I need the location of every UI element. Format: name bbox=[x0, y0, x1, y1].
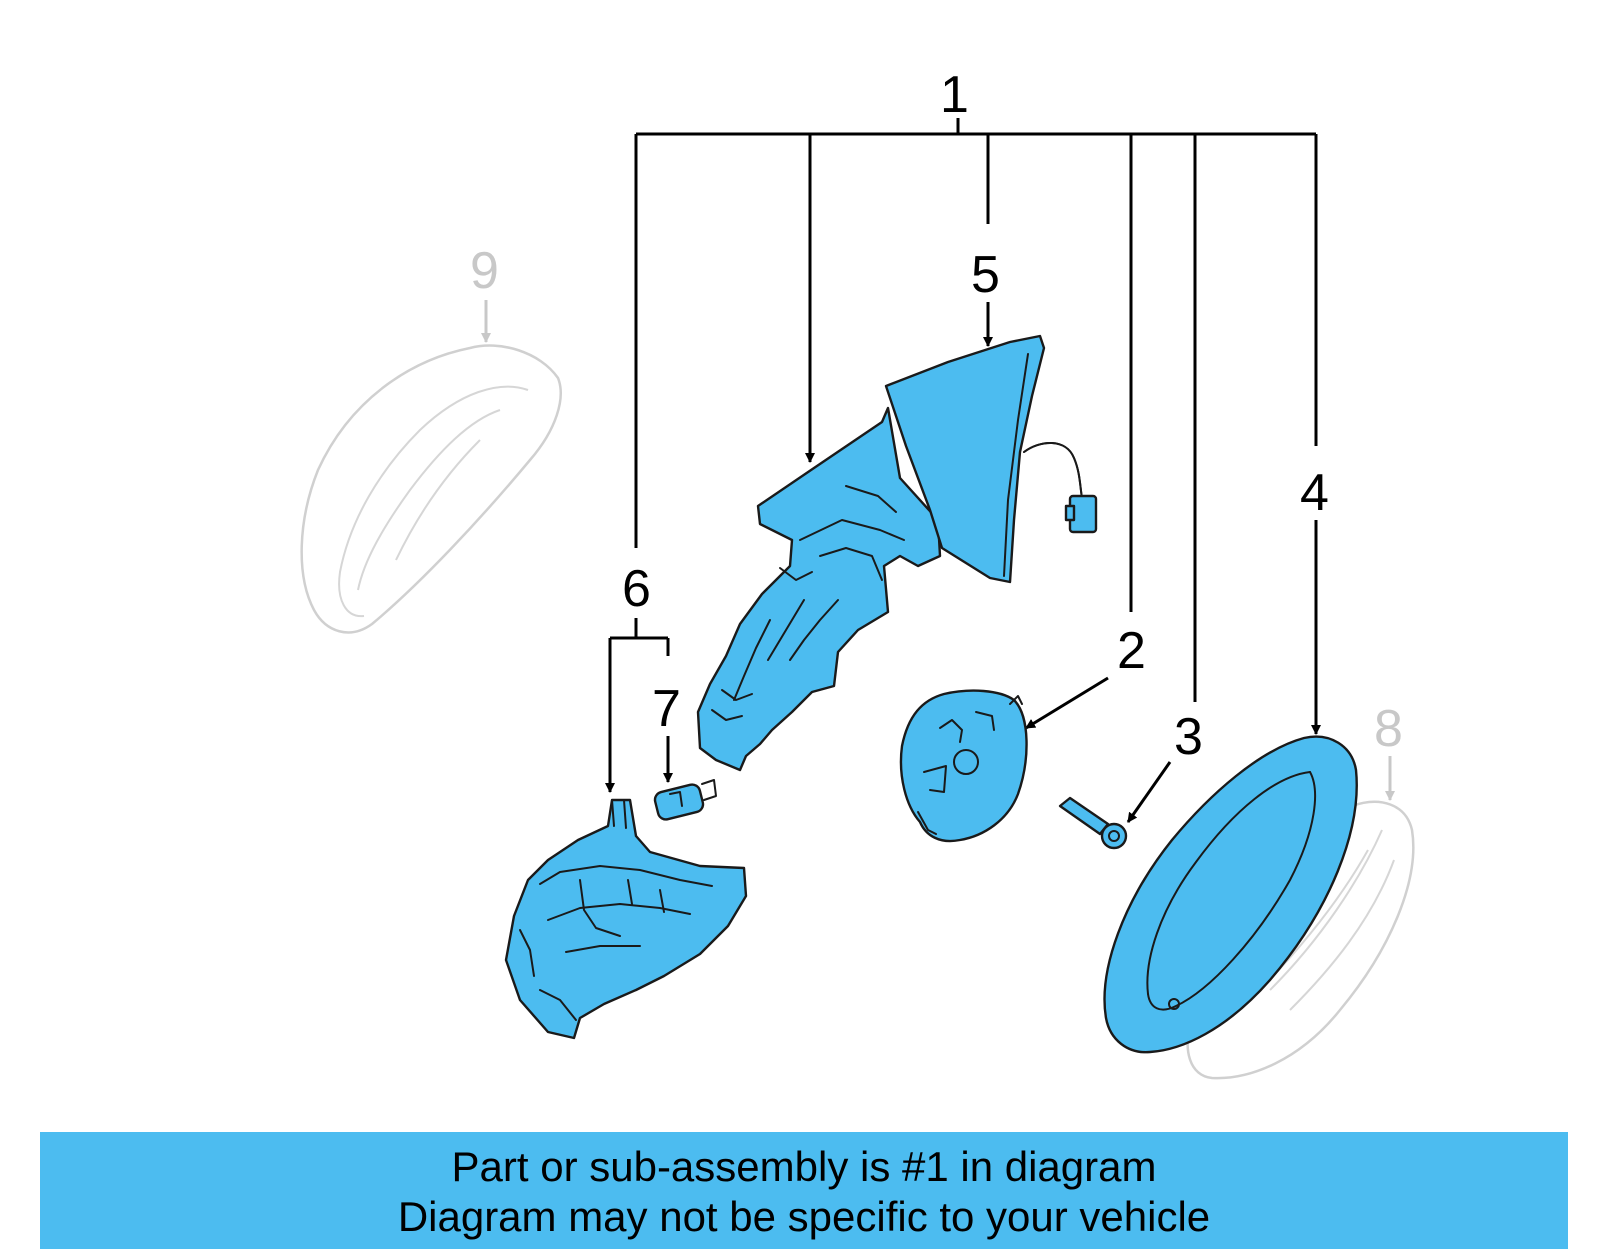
callout-number-7: 7 bbox=[652, 680, 681, 738]
callout-number-5: 5 bbox=[971, 246, 1000, 304]
disclaimer-banner: Part or sub-assembly is #1 in diagram Di… bbox=[40, 1132, 1568, 1249]
part-2-motor bbox=[899, 689, 1028, 843]
callout-number-9: 9 bbox=[470, 242, 499, 300]
banner-line-1: Part or sub-assembly is #1 in diagram bbox=[451, 1143, 1157, 1190]
part-7-bulb bbox=[653, 779, 717, 821]
part-6-lower-cover bbox=[504, 798, 748, 1040]
callout-1-bracket bbox=[634, 118, 1318, 702]
callout-number-1: 1 bbox=[940, 66, 969, 124]
callout-3-leader bbox=[1126, 761, 1172, 823]
callout-number-4: 4 bbox=[1300, 464, 1329, 522]
callout-number-6: 6 bbox=[622, 560, 651, 618]
part-9-mirror-cover-ghost bbox=[300, 344, 562, 634]
banner-line-2: Diagram may not be specific to your vehi… bbox=[397, 1193, 1211, 1240]
callout-6-bracket bbox=[605, 618, 670, 793]
wiring-connector bbox=[1023, 441, 1098, 534]
callout-number-8: 8 bbox=[1374, 700, 1403, 758]
part-3-screw bbox=[1058, 796, 1128, 850]
part-1-mirror-housing bbox=[696, 406, 942, 772]
callout-number-3: 3 bbox=[1174, 708, 1203, 766]
part-4-mirror-glass bbox=[1103, 735, 1358, 1054]
part-5-cover-plate bbox=[884, 334, 1046, 584]
callout-number-2: 2 bbox=[1117, 622, 1146, 680]
callout-2-leader bbox=[1025, 676, 1109, 730]
